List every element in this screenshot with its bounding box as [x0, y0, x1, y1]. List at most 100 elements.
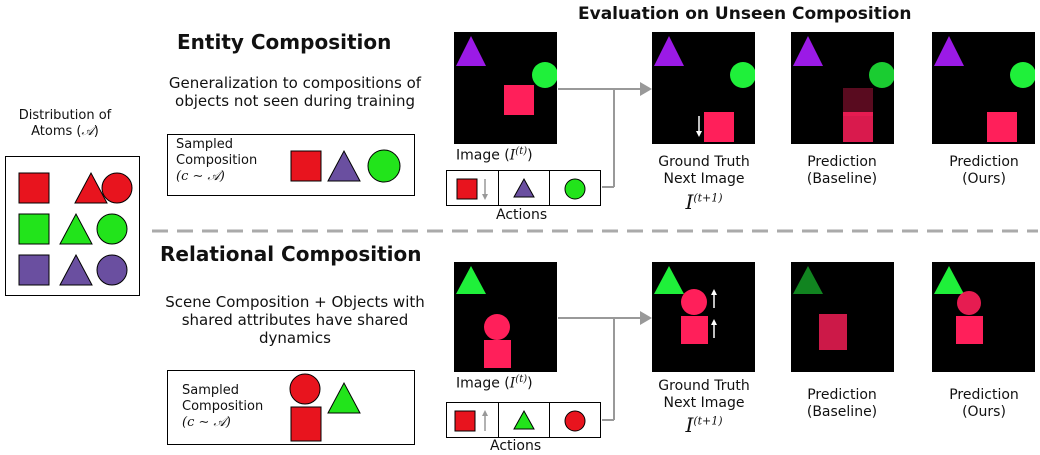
relational-ours-line2: (Ours) — [962, 403, 1006, 420]
relational-gt-label: Ground Truth Next Image I(t+1) — [640, 378, 768, 437]
entity-ours-pink-square — [987, 112, 1017, 142]
relational-title: Relational Composition — [160, 242, 422, 266]
relational-gt-scene — [654, 266, 717, 344]
atom-red-triangle — [74, 171, 108, 204]
atom-red-square — [18, 172, 50, 204]
entity-sampled-green-circle — [367, 149, 401, 183]
relational-ours-pink-square — [956, 316, 983, 344]
entity-sampled-line1: Sampled — [176, 137, 233, 152]
relational-gt-pink-circle — [681, 289, 707, 315]
evaluation-title: Evaluation on Unseen Composition — [578, 4, 912, 24]
relational-baseline-pink-blob — [819, 314, 847, 350]
atom-purple-circle — [96, 254, 128, 286]
entity-action-red-square — [456, 178, 478, 200]
atoms-title-text: Atoms ( — [31, 123, 82, 139]
relational-action-up-arrowhead-icon — [482, 410, 488, 416]
relational-baseline-green-triangle — [793, 266, 823, 294]
entity-ours-green-circle — [1010, 62, 1035, 88]
relational-action-green-triangle — [513, 409, 535, 430]
entity-gt-math-sup: (t+1) — [693, 190, 723, 204]
relational-sampled-box: Sampled Composition (c ∼ 𝒜) — [167, 370, 415, 445]
relational-baseline-label: Prediction (Baseline) — [782, 387, 902, 421]
entity-prediction-baseline-image — [791, 32, 894, 144]
entity-ours-violet-triangle — [934, 36, 964, 66]
entity-gt-down-arrowhead-icon — [696, 131, 702, 137]
entity-arrowhead-icon — [640, 82, 652, 96]
relational-image-t-scene — [456, 266, 511, 368]
relational-ours-line1: Prediction — [949, 387, 1019, 403]
entity-sampled-shapes — [290, 149, 401, 183]
entity-baseline-line1: Prediction — [807, 154, 877, 170]
relational-gt-pink-square — [681, 316, 708, 344]
relational-actions-box — [446, 402, 601, 438]
relational-sampled-shapes — [289, 373, 361, 442]
relational-image-label-close: ) — [527, 375, 533, 392]
relational-image-label: Image (I(t)) — [456, 374, 533, 392]
relational-gt-math: I(t+1) — [640, 413, 768, 437]
relational-desc-line3: dynamics — [259, 329, 331, 347]
entity-action-green-circle — [564, 178, 586, 200]
entity-image-label: Image (I(t)) — [456, 146, 533, 164]
entity-actions-shapes — [456, 177, 586, 200]
relational-action-segment-2 — [498, 403, 550, 437]
relational-actions-label: Actions — [490, 438, 542, 454]
entity-image-sup: (t) — [515, 146, 528, 157]
entity-action-segment-2 — [498, 171, 550, 205]
atoms-grid — [18, 171, 133, 286]
entity-img-green-circle — [532, 62, 557, 88]
atoms-box — [5, 156, 140, 296]
relational-arrowhead-icon — [640, 311, 652, 325]
entity-desc-line2: objects not seen during training — [175, 92, 415, 110]
atom-green-circle — [96, 213, 128, 245]
entity-baseline-label: Prediction (Baseline) — [782, 154, 902, 188]
relational-prediction-baseline-image — [791, 262, 894, 372]
entity-desc-line1: Generalization to compositions of — [168, 74, 422, 92]
relational-sampled-label: Sampled Composition (c ∼ 𝒜) — [182, 383, 263, 431]
relational-image-label-text: Image ( — [456, 375, 510, 392]
relational-sampled-green-triangle — [327, 381, 361, 414]
relational-image-math: I — [509, 375, 516, 392]
relational-sampled-line1: Sampled — [182, 383, 239, 398]
entity-gt-label: Ground Truth Next Image I(t+1) — [640, 154, 768, 214]
relational-gt-up-arrowhead-icon-2 — [711, 319, 717, 325]
entity-baseline-scene — [793, 36, 894, 142]
entity-image-math: I — [509, 147, 516, 164]
entity-action-down-arrowhead-icon — [482, 194, 488, 200]
atoms-title-line1: Distribution of — [18, 108, 112, 123]
relational-gt-line1: Ground Truth — [658, 378, 750, 394]
entity-gt-green-circle — [730, 62, 755, 88]
relational-action-segment-1 — [447, 403, 499, 437]
entity-gt-math: I(t+1) — [640, 190, 768, 214]
relational-img-pink-square — [484, 340, 511, 368]
entity-image-label-close: ) — [527, 147, 533, 164]
relational-image-t — [454, 262, 557, 372]
relational-ground-truth-image — [652, 262, 755, 372]
entity-baseline-violet-triangle — [793, 36, 823, 66]
entity-ours-label: Prediction (Ours) — [924, 154, 1040, 188]
entity-sampled-purple-triangle — [327, 149, 361, 182]
atom-purple-square — [18, 254, 50, 286]
relational-gt-line2: Next Image — [663, 394, 745, 411]
relational-sampled-math: (c ∼ 𝒜) — [182, 415, 231, 430]
relational-desc-line2: shared attributes have shared — [181, 311, 409, 329]
entity-img-pink-square — [504, 85, 534, 115]
atom-red-circle — [101, 172, 133, 204]
entity-gt-line2: Next Image — [663, 170, 745, 187]
relational-actions-shapes — [454, 409, 586, 432]
entity-sampled-label: Sampled Composition (c ∼ 𝒜) — [176, 137, 257, 185]
entity-gt-pink-square — [704, 112, 734, 142]
entity-gt-violet-triangle — [654, 36, 684, 66]
entity-image-t — [454, 32, 557, 144]
relational-gt-up-arrowhead-icon-1 — [711, 289, 717, 295]
relational-action-red-circle — [564, 410, 586, 432]
entity-sampled-line2: Composition — [176, 153, 258, 168]
relational-image-sup: (t) — [515, 374, 528, 385]
section-divider — [152, 229, 1038, 233]
entity-image-t-scene — [456, 36, 557, 115]
entity-ours-scene — [934, 36, 1035, 142]
entity-prediction-ours-image — [932, 32, 1035, 144]
entity-baseline-green-circle — [869, 62, 894, 88]
entity-gt-math-letter: I — [685, 189, 694, 214]
relational-sampled-red-square — [290, 406, 322, 442]
entity-sampled-math: (c ∼ 𝒜) — [176, 169, 225, 184]
